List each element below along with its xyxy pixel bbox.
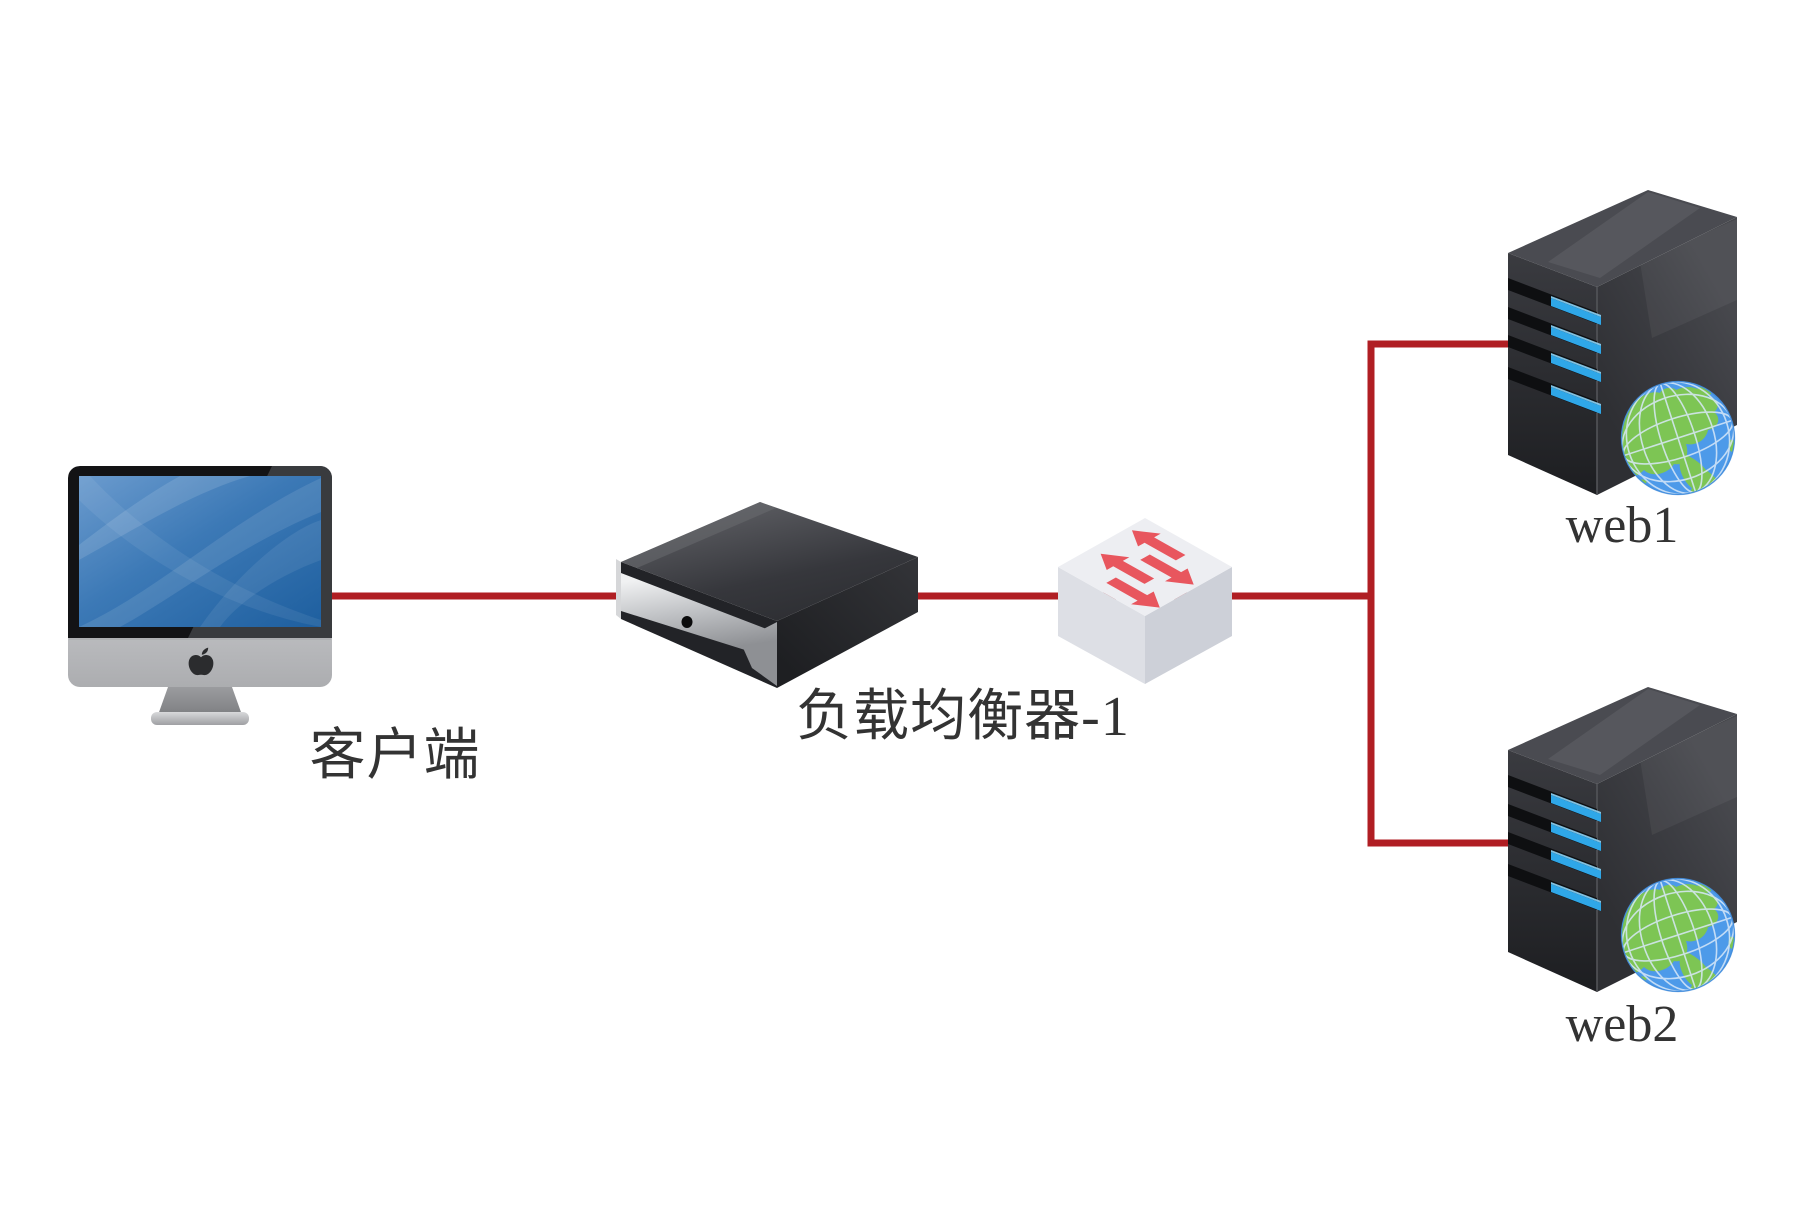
server-top-sheen [1548,192,1700,278]
load-balancer-label: 负载均衡器-1 [796,686,1130,748]
client-computer-icon [68,466,332,725]
lb-corner-bevel [740,622,777,686]
server-web2-icon [1508,687,1757,1014]
switch-top-face [1058,518,1232,616]
server-web1-icon [1508,190,1737,496]
switch-right-face [1145,567,1232,684]
server-led-strips [1551,298,1601,414]
monitor-base [151,712,249,725]
monitor-stand [158,687,242,715]
server-top-face [1508,190,1737,287]
switch-icon [1058,518,1232,684]
screen-swoosh-art [79,476,321,627]
connection-lines [332,340,1512,847]
connection-switch-to-web-servers [1367,340,1512,847]
lb-top-sheen [621,502,776,568]
lb-front-panel [621,573,777,655]
monitor-screen [79,476,321,627]
globe-rim [1620,380,1736,496]
client-label: 客户端 [309,725,481,787]
load-balancer-icon [616,502,918,688]
web1-label: web1 [1565,497,1679,554]
apple-logo-icon [188,647,214,676]
lb-power-hole [681,616,693,628]
lb-left-edge [616,559,621,619]
lb-right-face [777,557,918,688]
server-right-sheen [1640,219,1737,338]
web2-label: web2 [1565,996,1679,1053]
switch-left-face [1058,567,1145,684]
globe-icon [1620,380,1736,496]
server-led-highlights [1551,296,1601,406]
